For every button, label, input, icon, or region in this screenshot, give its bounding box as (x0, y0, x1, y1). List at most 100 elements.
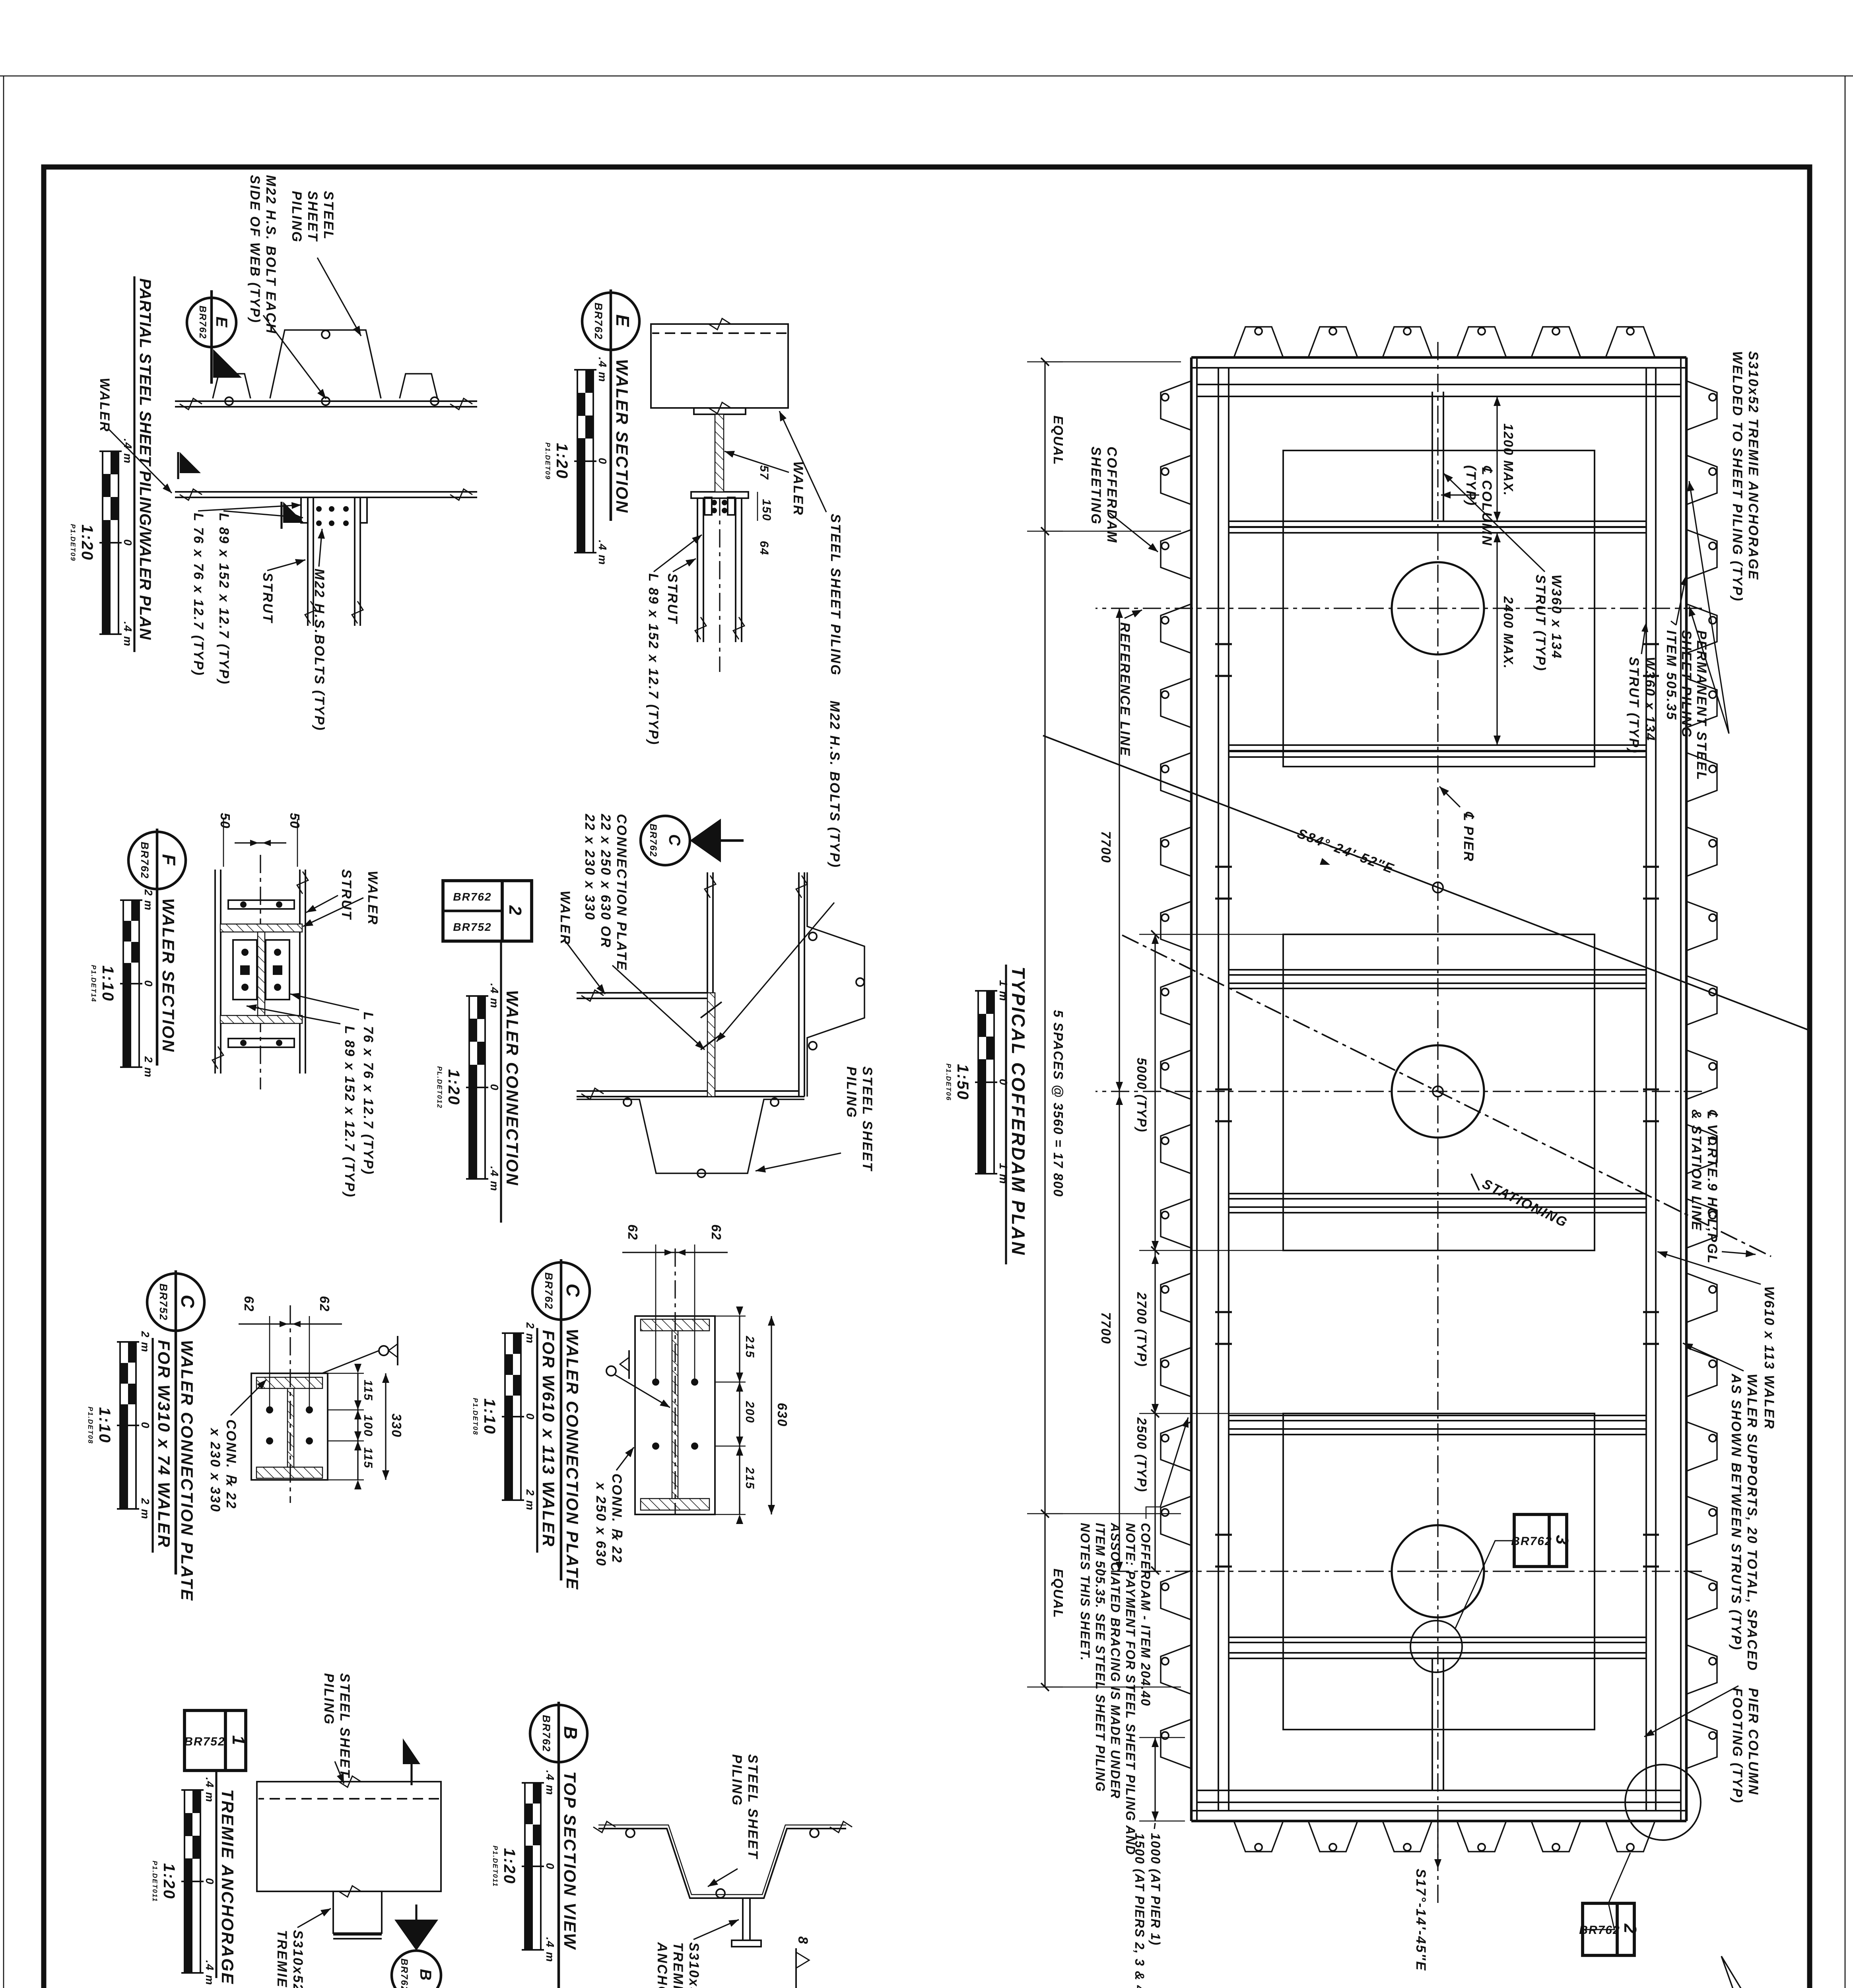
svg-text:.4 m: .4 m (544, 1770, 556, 1796)
svg-text:.4 m: .4 m (488, 983, 501, 1009)
svg-text:BR762: BR762 (1511, 1535, 1552, 1548)
svg-text:PILING: PILING (729, 1754, 744, 1806)
svg-text:C: C (666, 834, 683, 847)
svg-text:PIER COLUMN: PIER COLUMN (1746, 1688, 1761, 1796)
svg-text:.4 m: .4 m (122, 439, 134, 464)
svg-text:0: 0 (142, 980, 155, 987)
svg-text:NOTE: PAYMENT FOR STEEL SHEET: NOTE: PAYMENT FOR STEEL SHEET PILING AND (1123, 1523, 1138, 1855)
svg-text:62: 62 (317, 1296, 332, 1312)
svg-text:7700: 7700 (1099, 1312, 1113, 1344)
svg-text:1:20: 1:20 (160, 1863, 178, 1900)
svg-text:2500 (TYP): 2500 (TYP) (1134, 1417, 1149, 1493)
svg-text:2: 2 (1620, 1923, 1640, 1934)
svg-text:WALER SECTION: WALER SECTION (613, 359, 631, 514)
svg-text:1: 1 (229, 1735, 248, 1746)
svg-text:ASSOCIATED BRACING IS MADE UND: ASSOCIATED BRACING IS MADE UNDER (1108, 1522, 1123, 1799)
svg-text:M22 H.S. BOLTS (TYP): M22 H.S. BOLTS (TYP) (827, 701, 842, 868)
svg-text:0: 0 (596, 458, 609, 465)
svg-text:.4 m: .4 m (488, 1166, 501, 1192)
svg-text:S310x52 TREMIE ANCHORAGE: S310x52 TREMIE ANCHORAGE (1746, 351, 1761, 580)
svg-text:& STATION LINE: & STATION LINE (1689, 1109, 1704, 1231)
svg-text:CONNECTION PLATE: CONNECTION PLATE (614, 814, 629, 971)
svg-text:WALER SUPPORTS, 20 TOTAL, SPAC: WALER SUPPORTS, 20 TOTAL, SPACED (1744, 1374, 1760, 1672)
svg-text:COFFERDAM - ITEM 204.40: COFFERDAM - ITEM 204.40 (1138, 1523, 1153, 1706)
svg-text:WALER: WALER (557, 891, 573, 945)
svg-text:2 m: 2 m (139, 1498, 152, 1520)
svg-text:ANCHORAGE: ANCHORAGE (655, 1942, 670, 1988)
svg-text:BR762: BR762 (592, 303, 604, 340)
svg-text:5 SPACES @ 3560 = 17 800: 5 SPACES @ 3560 = 17 800 (1051, 1010, 1066, 1197)
svg-text:WALER CONNECTION: WALER CONNECTION (503, 990, 522, 1186)
svg-text:STEEL SHEET PILING: STEEL SHEET PILING (828, 514, 843, 676)
svg-text:STEEL SHEET: STEEL SHEET (745, 1754, 760, 1860)
svg-text:NOTES THIS SHEET.: NOTES THIS SHEET. (1078, 1523, 1092, 1661)
svg-text:3: 3 (1552, 1535, 1572, 1545)
svg-text:M22 H.S. BOLT EACH: M22 H.S. BOLT EACH (263, 175, 278, 334)
svg-text:630: 630 (775, 1403, 790, 1427)
svg-text:200: 200 (743, 1401, 756, 1423)
svg-text:FOR W610 x 113 WALER: FOR W610 x 113 WALER (539, 1330, 558, 1547)
svg-text:P1.DET011: P1.DET011 (491, 1846, 499, 1887)
svg-text:64: 64 (758, 541, 771, 555)
svg-text:1:10: 1:10 (96, 1407, 113, 1444)
svg-text:C: C (177, 1295, 198, 1309)
svg-text:STRUT: STRUT (665, 573, 680, 625)
svg-text:1:50: 1:50 (954, 1064, 971, 1101)
svg-text:℄ COLUMN: ℄ COLUMN (1479, 465, 1494, 546)
svg-text:F: F (159, 854, 179, 867)
svg-text:.4 m: .4 m (596, 357, 609, 382)
svg-text:WALER CONNECTION PLATE: WALER CONNECTION PLATE (563, 1329, 582, 1590)
svg-text:W360 x 134: W360 x 134 (1642, 657, 1657, 742)
svg-text:TYPICAL COFFERDAM PLAN: TYPICAL COFFERDAM PLAN (1008, 967, 1029, 1256)
svg-text:℄ VT.RTE.9 HCL,PGL: ℄ VT.RTE.9 HCL,PGL (1705, 1109, 1720, 1264)
svg-text:100: 100 (361, 1415, 375, 1437)
svg-text:S310x52: S310x52 (686, 1942, 701, 1988)
svg-text:.4 m: .4 m (204, 1777, 216, 1803)
svg-text:STEEL SHEET: STEEL SHEET (860, 1066, 875, 1172)
svg-text:WALER: WALER (97, 378, 112, 433)
svg-text:TREMIE ANCHORAGE: TREMIE ANCHORAGE (218, 1789, 237, 1985)
svg-text:AS SHOWN BETWEEN STRUTS (TYP): AS SHOWN BETWEEN STRUTS (TYP) (1729, 1373, 1744, 1651)
svg-text:1:10: 1:10 (99, 965, 117, 1002)
svg-text:2 m: 2 m (524, 1489, 536, 1511)
svg-text:2700 (TYP): 2700 (TYP) (1134, 1292, 1149, 1367)
svg-text:STEEL: STEEL (321, 191, 336, 241)
svg-text:L 89 x 152 x 12.7 (TYP): L 89 x 152 x 12.7 (TYP) (342, 1026, 357, 1198)
svg-text:STRUT (TYP): STRUT (TYP) (1626, 657, 1641, 754)
svg-text:SHEET: SHEET (305, 191, 320, 242)
svg-text:SHEET PILING: SHEET PILING (1679, 630, 1694, 738)
svg-text:L 89 x 152 x 12.7 (TYP): L 89 x 152 x 12.7 (TYP) (216, 513, 231, 685)
svg-text:TOP SECTION VIEW: TOP SECTION VIEW (561, 1771, 579, 1950)
svg-text:1:20: 1:20 (445, 1069, 462, 1106)
svg-text:(TYP): (TYP) (1463, 465, 1478, 507)
svg-text:EQUAL: EQUAL (1051, 415, 1066, 466)
svg-text:BR762: BR762 (139, 842, 151, 879)
svg-text:PARTIAL STEEL SHEET PILING/WAL: PARTIAL STEEL SHEET PILING/WALER PLAN (136, 278, 154, 640)
svg-text:1000 (AT PIER 1): 1000 (AT PIER 1) (1148, 1833, 1163, 1946)
svg-text:TREMIE ANCHORAGE: TREMIE ANCHORAGE (274, 1930, 289, 1988)
svg-text:PILING: PILING (844, 1066, 859, 1118)
svg-text:M22 H.S.BOLTS (TYP): M22 H.S.BOLTS (TYP) (312, 569, 327, 732)
svg-text:PL.DET012: PL.DET012 (436, 1066, 443, 1109)
svg-text:BR752: BR752 (157, 1283, 169, 1321)
svg-text:2 m: 2 m (142, 889, 155, 911)
svg-text:0: 0 (204, 1878, 216, 1885)
svg-text:STRUT: STRUT (260, 573, 275, 624)
svg-text:2 m: 2 m (524, 1322, 536, 1344)
svg-text:215: 215 (743, 1336, 756, 1358)
svg-text:62: 62 (709, 1224, 724, 1241)
svg-text:TREMIE: TREMIE (670, 1942, 686, 1988)
svg-text:P1.DET011: P1.DET011 (151, 1861, 159, 1903)
svg-text:P1.DET08: P1.DET08 (87, 1407, 94, 1444)
svg-text:.4 m: .4 m (122, 621, 134, 647)
svg-text:0: 0 (122, 539, 134, 546)
svg-text:BR762: BR762 (399, 1959, 410, 1988)
svg-text:1:20: 1:20 (553, 443, 571, 480)
svg-text:115: 115 (361, 1447, 375, 1469)
svg-text:EQUAL: EQUAL (1051, 1569, 1066, 1619)
svg-text:P1.DET14: P1.DET14 (90, 965, 97, 1002)
svg-text:0: 0 (544, 1863, 556, 1870)
svg-text:1:20: 1:20 (501, 1848, 518, 1885)
svg-text:0: 0 (139, 1422, 152, 1429)
svg-text:P1.DET09: P1.DET09 (69, 524, 77, 561)
